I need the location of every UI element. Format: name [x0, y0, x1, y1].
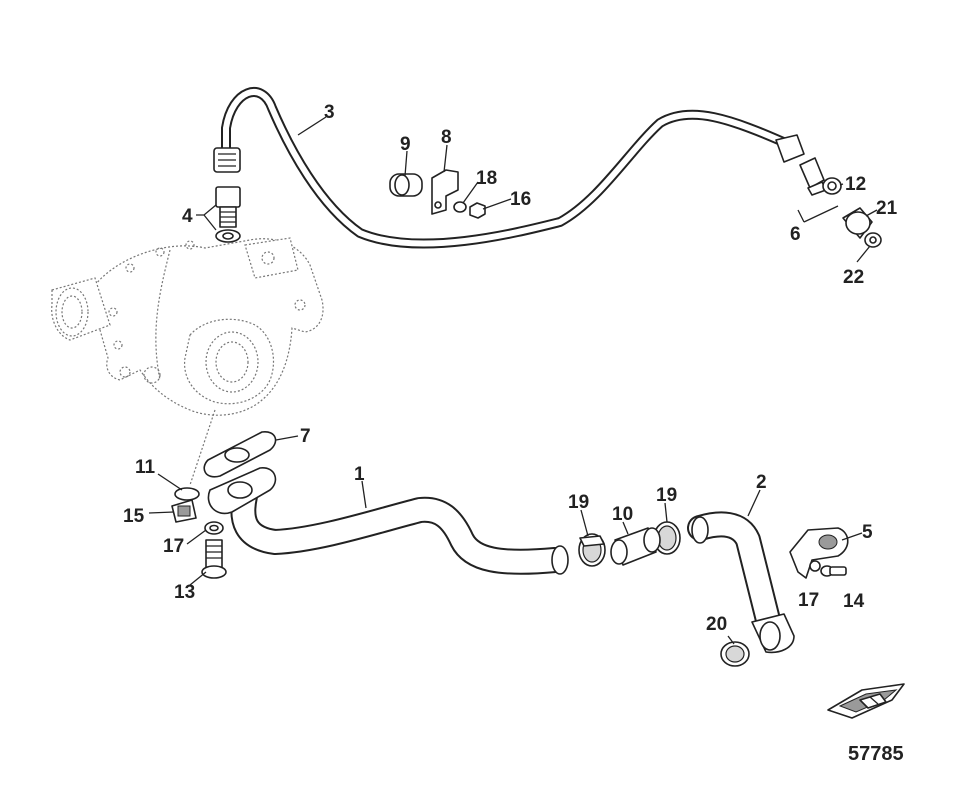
callout-6: 6	[790, 224, 801, 245]
callout-19-right: 19	[656, 485, 677, 506]
oil-tube-part-3	[213, 87, 805, 249]
callout-22: 22	[843, 267, 864, 288]
hose-part-2	[687, 511, 795, 654]
callout-3: 3	[324, 102, 335, 123]
callout-14: 14	[843, 591, 865, 612]
callout-18: 18	[476, 168, 497, 189]
clip-part-11	[174, 487, 200, 501]
plug-part-21	[842, 207, 882, 248]
nut-part-18	[453, 201, 467, 213]
bracket-part-8	[431, 169, 459, 215]
callout-17-left: 17	[163, 536, 184, 557]
callout-13: 13	[174, 582, 195, 603]
sleeve-part-10	[610, 527, 661, 566]
callout-11: 11	[135, 457, 156, 478]
nut-part-15	[171, 499, 197, 523]
callout-5: 5	[862, 522, 873, 543]
clamp-part-19-left	[578, 533, 606, 567]
fitting-part-6	[799, 157, 842, 196]
gasket-part-7	[203, 431, 277, 478]
callout-21: 21	[876, 198, 898, 219]
leader-lines	[148, 116, 878, 645]
callout-19-left: 19	[568, 492, 589, 513]
callout-1: 1	[354, 464, 365, 485]
callout-9: 9	[400, 134, 411, 155]
boat-icon	[827, 683, 905, 719]
clamp-part-20	[720, 641, 750, 667]
washer-part-17-right	[809, 560, 821, 572]
callout-15: 15	[123, 506, 145, 527]
hose-part-1	[207, 467, 569, 575]
callout-labels: 3 9 8 18 16 4 12 21 6 22 7 11 15 17 13 1…	[123, 102, 898, 635]
bolt-part-14	[820, 565, 847, 577]
fitting-part-4	[215, 186, 241, 243]
washer-part-17-left	[204, 521, 224, 535]
figure-number: 57785	[848, 743, 904, 765]
nut-part-16	[469, 202, 486, 219]
callout-7: 7	[300, 426, 311, 447]
connector-part-9	[389, 173, 423, 197]
callout-17-right: 17	[798, 590, 819, 611]
callout-2: 2	[756, 472, 767, 493]
bolt-part-13	[201, 539, 227, 579]
callout-20: 20	[706, 614, 727, 635]
callout-8: 8	[441, 127, 452, 148]
callout-12: 12	[845, 174, 866, 195]
turbocharger-housing	[51, 237, 324, 486]
callout-16: 16	[510, 189, 531, 210]
callout-4: 4	[182, 206, 193, 227]
callout-10: 10	[612, 504, 633, 525]
